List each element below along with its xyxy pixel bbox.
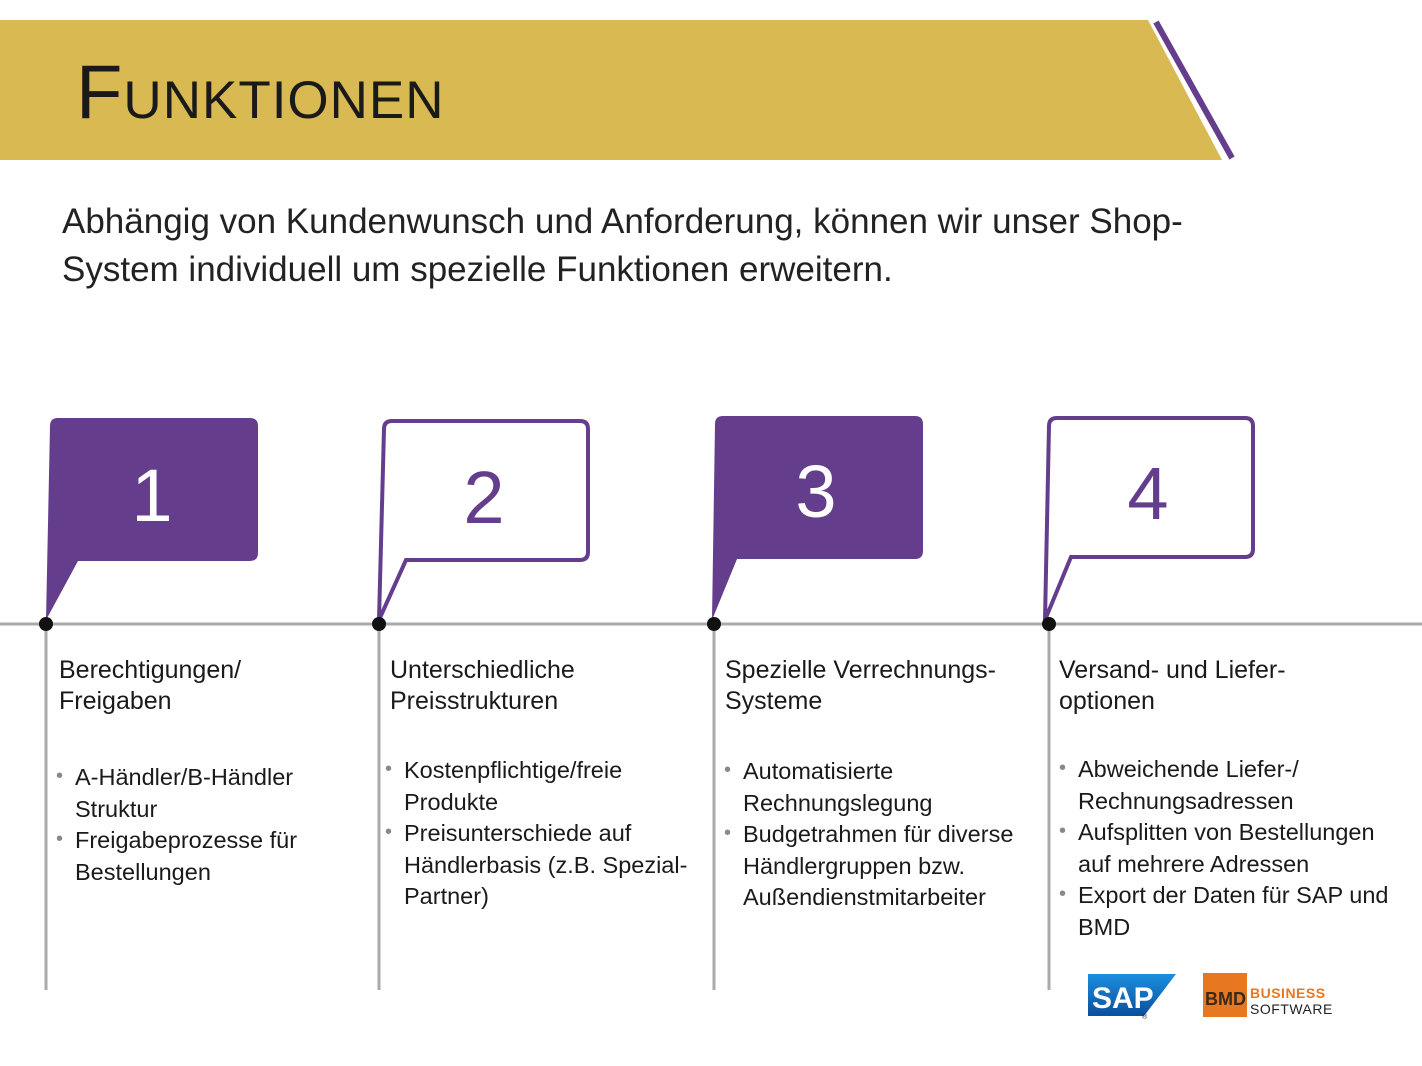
step-heading-3: Spezielle Verrechnungs- Systeme [725, 655, 996, 717]
list-item: Abweichende Liefer-/ Rechnungsadressen [1059, 753, 1404, 817]
step-list-4: Abweichende Liefer-/ Rechnungsadressen A… [1059, 753, 1404, 943]
timeline-dot [39, 617, 53, 631]
bmd-logo-text: BUSINESS SOFTWARE [1250, 985, 1333, 1017]
timeline-dot [707, 617, 721, 631]
callout-1 [46, 418, 258, 620]
step-heading-1: Berechtigungen/ Freigaben [59, 655, 241, 717]
heading-line: Versand- und Liefer- [1059, 656, 1286, 684]
heading-line: Preisstrukturen [390, 687, 559, 715]
svg-text:®: ® [1142, 1013, 1148, 1020]
list-item: Preisunterschiede auf Händlerbasis (z.B.… [385, 817, 707, 913]
page-title: Funktionen [76, 50, 445, 135]
bmd-line2: SOFTWARE [1250, 1001, 1333, 1017]
step-number-2: 2 [463, 456, 505, 539]
title-banner [0, 20, 1235, 160]
step-number-3: 3 [795, 450, 837, 533]
heading-line: Berechtigungen/ [59, 656, 242, 684]
list-item: Budgetrahmen für diverse Händlergruppen … [724, 818, 1042, 914]
callout-2 [377, 419, 590, 621]
list-item: Automatisierte Rechnungslegung [724, 755, 1042, 819]
callout-4 [1043, 416, 1255, 621]
list-item: Aufsplitten von Bestellungen auf mehrere… [1059, 816, 1404, 880]
step-list-2: Kostenpflichtige/freie Produkte Preisunt… [385, 754, 707, 913]
bmd-line1: BUSINESS [1250, 985, 1326, 1001]
price-diff-text: Preisunterschiede auf Händlerbasis (z.B.… [404, 820, 688, 909]
sap-logo-text: SAP [1092, 982, 1154, 1015]
step-list-1: A-Händler/B-Händler Struktur Freigabepro… [56, 761, 326, 888]
callout-3 [712, 416, 923, 620]
timeline-dot [1042, 617, 1056, 631]
list-item: Freigabeprozesse für Bestellungen [56, 824, 326, 888]
step-heading-4: Versand- und Liefer- optionen [1059, 655, 1286, 717]
list-item: A-Händler/B-Händler Struktur [56, 761, 326, 825]
step-list-3: Automatisierte Rechnungslegung Budgetrah… [724, 755, 1042, 914]
list-item: Export der Daten für SAP und BMD [1059, 879, 1404, 943]
heading-line: Unterschiedliche [390, 656, 575, 684]
heading-line: Freigaben [59, 687, 172, 715]
bmd-logo-mark: BMD [1203, 973, 1247, 1017]
step-number-1: 1 [131, 454, 173, 537]
step-number-4: 4 [1127, 452, 1169, 535]
intro-text: Abhängig von Kundenwunsch und Anforderun… [62, 202, 1183, 289]
heading-line: Systeme [725, 687, 823, 715]
sap-logo: SAP ® [1088, 974, 1176, 1020]
timeline-dot [372, 617, 386, 631]
list-item: Kostenpflichtige/freie Produkte [385, 754, 707, 818]
bmd-mark-text: BMD [1205, 989, 1246, 1009]
step-heading-2: Unterschiedliche Preisstrukturen [390, 655, 575, 717]
heading-line: Spezielle Verrechnungs- [725, 656, 996, 684]
heading-line: optionen [1059, 687, 1155, 715]
